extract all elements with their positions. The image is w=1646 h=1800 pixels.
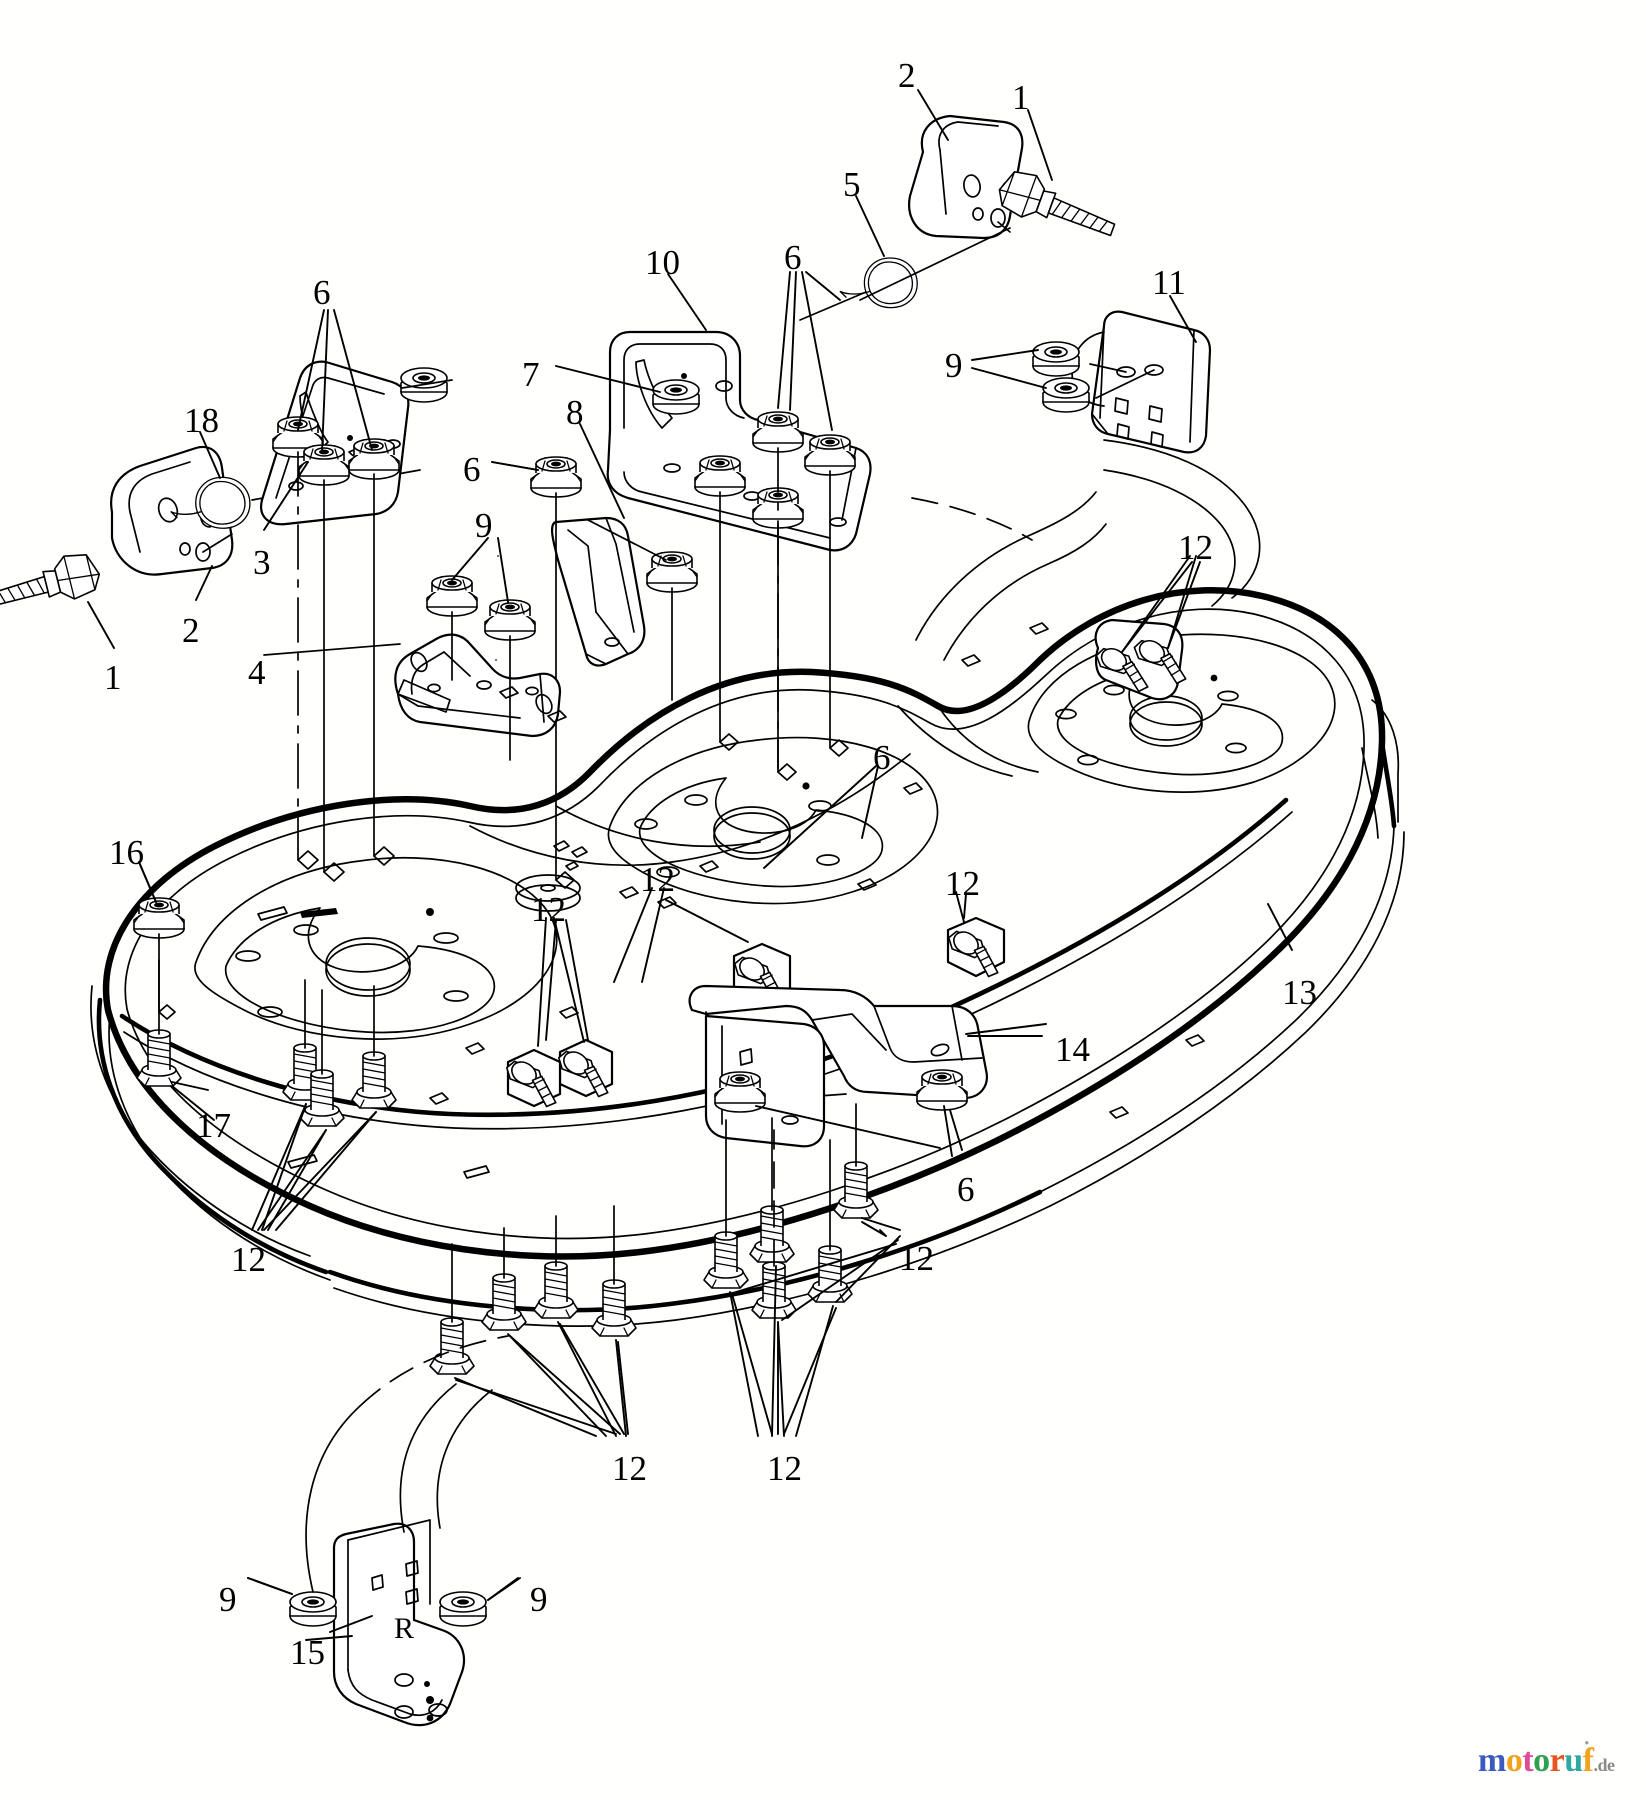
part-6-nut — [646, 551, 698, 593]
callout-2: 2 — [898, 56, 916, 95]
callout-12: 12 — [231, 1240, 266, 1279]
part-9-nut — [426, 575, 478, 617]
callout-12: 12 — [531, 890, 566, 929]
callout-14: 14 — [1055, 1030, 1090, 1069]
callout-12: 12 — [945, 864, 980, 903]
callout-6: 6 — [873, 738, 891, 777]
site-watermark: motoruf.de • — [1478, 1735, 1616, 1780]
part-9-nut — [1032, 341, 1080, 377]
part-7-nut — [652, 379, 700, 415]
callout-leaders — [87, 89, 1293, 1633]
part-8-gusset — [550, 516, 646, 667]
part-6-nut — [916, 1069, 968, 1111]
watermark-letter-r: r — [1549, 1742, 1565, 1779]
callout-8: 8 — [566, 393, 584, 432]
bracket-r-mark: R — [394, 1612, 414, 1645]
callout-12: 12 — [899, 1239, 934, 1278]
part-6-nut — [752, 411, 804, 453]
part-9-nut — [1042, 377, 1090, 413]
callout-12: 12 — [1178, 528, 1213, 567]
watermark-tld: .de — [1593, 1755, 1616, 1775]
callout-12: 12 — [767, 1449, 802, 1488]
callout-6: 6 — [313, 273, 331, 312]
callout-1: 1 — [104, 658, 122, 697]
callout-15: 15 — [290, 1633, 325, 1672]
watermark-letter-f: f — [1582, 1742, 1594, 1779]
callout-12: 12 — [612, 1449, 647, 1488]
part-14-rear-bracket — [688, 984, 988, 1148]
left-spindle-plate — [194, 856, 558, 1040]
part-15-r-bracket: R — [332, 1519, 466, 1727]
part-2-right-bracket — [908, 114, 1024, 240]
part-6-nut — [694, 455, 746, 497]
part-9-nut — [289, 1591, 337, 1627]
watermark-letter-m: m — [1478, 1742, 1506, 1779]
watermark-letter-o2: o — [1533, 1742, 1550, 1779]
part-16-nut — [133, 897, 185, 939]
deck-spacer-washer — [515, 874, 581, 912]
part-6-nut — [804, 434, 856, 476]
callout-5: 5 — [843, 165, 861, 204]
part-4-mount-strap — [394, 555, 567, 738]
part-9-nut — [484, 599, 536, 641]
callout-9: 9 — [219, 1580, 237, 1619]
callout-6: 6 — [957, 1170, 975, 1209]
watermark-dot-icon: • — [1584, 1735, 1589, 1750]
part-12-screw-right — [941, 916, 1008, 980]
callout-9: 9 — [475, 506, 493, 545]
callout-1: 1 — [1012, 78, 1030, 117]
callout-9: 9 — [945, 346, 963, 385]
callout-18: 18 — [184, 401, 219, 440]
watermark-letter-t: t — [1522, 1742, 1534, 1779]
middle-spindle-plate — [607, 736, 939, 905]
callout-6: 6 — [463, 450, 481, 489]
callout-9: 9 — [530, 1580, 548, 1619]
callout-17: 17 — [196, 1106, 231, 1145]
callout-2: 2 — [182, 611, 200, 650]
callout-10: 10 — [645, 243, 680, 282]
part-12-screw-lower-left-b — [499, 1048, 566, 1110]
callout-16: 16 — [109, 833, 144, 872]
callout-12: 12 — [640, 860, 675, 899]
callout-11: 11 — [1152, 263, 1186, 302]
callout-13: 13 — [1282, 973, 1317, 1012]
part-12-screw-cluster-right — [1090, 618, 1193, 701]
callout-4: 4 — [248, 653, 266, 692]
callout-3: 3 — [253, 543, 271, 582]
part-6-nut — [530, 456, 582, 498]
callout-6: 6 — [784, 238, 802, 277]
watermark-letter-o1: o — [1505, 1742, 1523, 1779]
watermark-letter-u: u — [1564, 1742, 1583, 1779]
part-6-nut — [348, 438, 400, 480]
callout-7: 7 — [522, 355, 540, 394]
part-9-nut — [439, 1591, 487, 1627]
